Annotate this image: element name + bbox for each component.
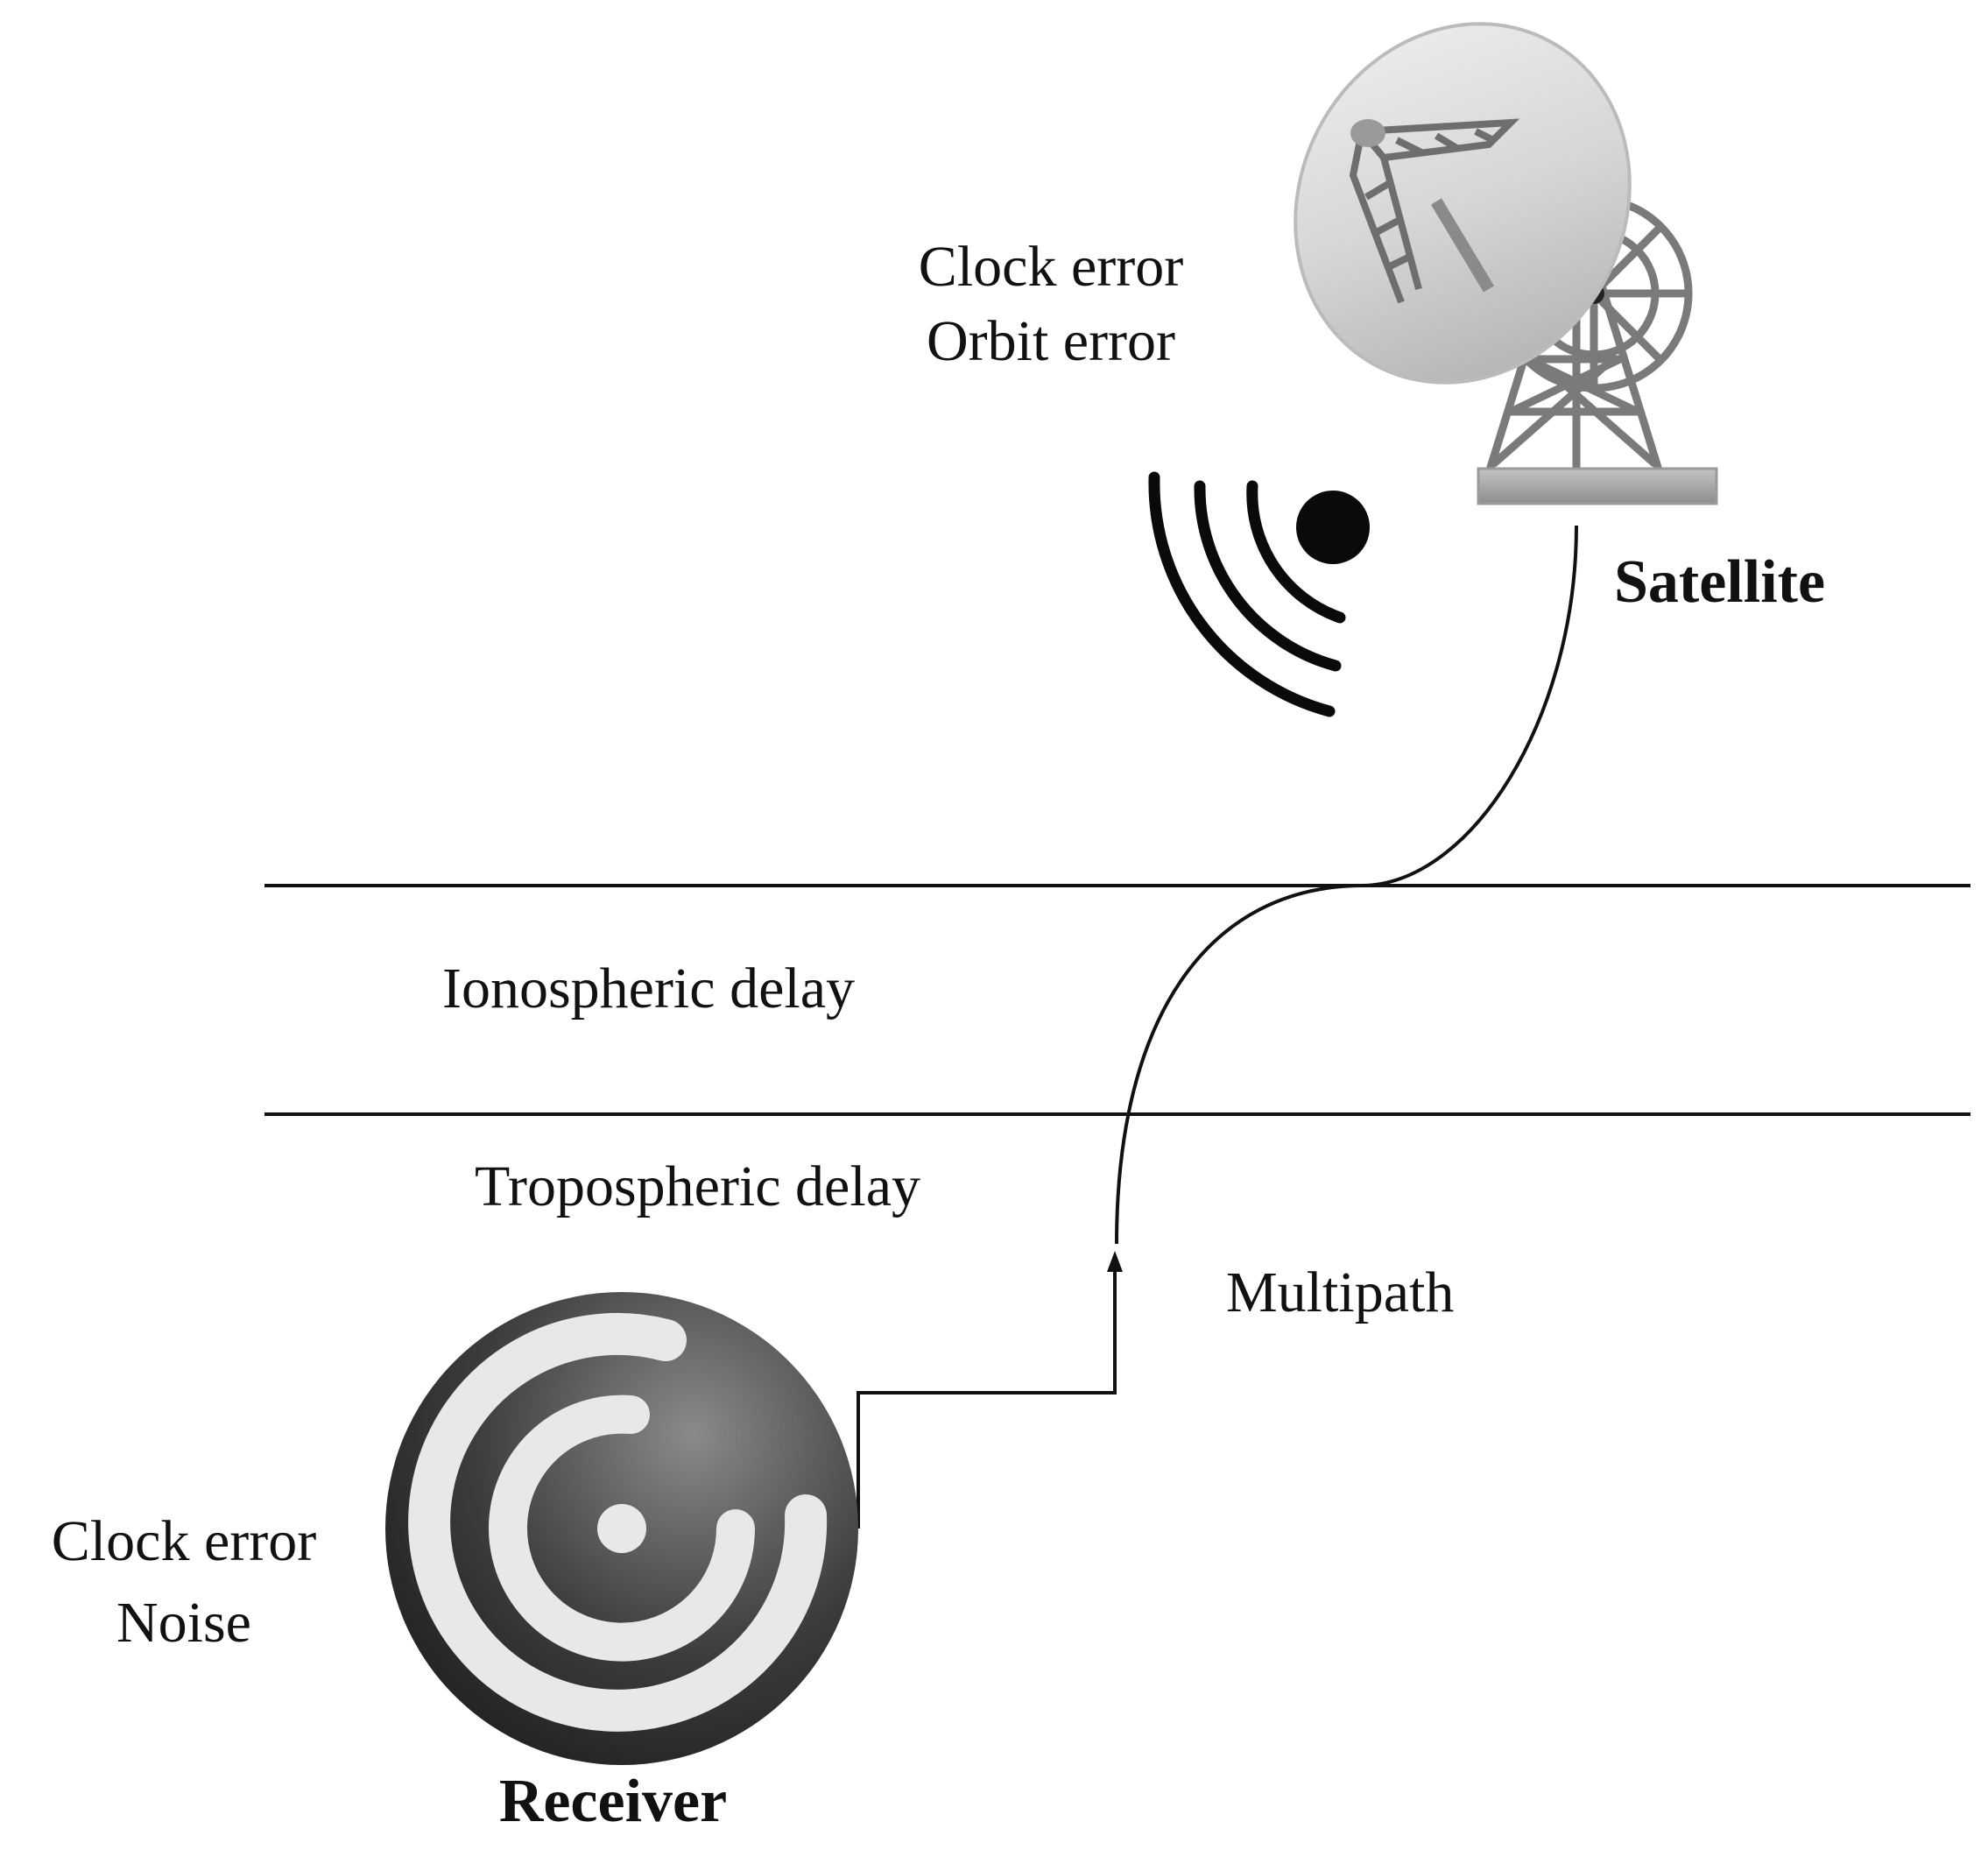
satellite-orbit-error-label: Orbit error xyxy=(926,309,1176,373)
receiver-icon xyxy=(385,1292,858,1765)
receiver-noise-label: Noise xyxy=(116,1591,251,1655)
multipath-arrowhead xyxy=(1107,1251,1123,1272)
broadcast-signal-icon xyxy=(1148,471,1370,717)
multipath-label: Multipath xyxy=(1226,1260,1455,1324)
satellite-clock-error-label: Clock error xyxy=(918,235,1184,299)
multipath-line xyxy=(857,1270,1117,1529)
receiver-title: Receiver xyxy=(498,1768,728,1835)
receiver-clock-error-label: Clock error xyxy=(51,1509,317,1573)
signal-path-curve xyxy=(1115,525,1578,1245)
satellite-dish-icon xyxy=(1294,22,1718,505)
ionospheric-delay-label: Ionospheric delay xyxy=(442,957,855,1020)
tropospheric-delay-label: Tropospheric delay xyxy=(475,1154,920,1218)
satellite-title: Satellite xyxy=(1614,548,1826,616)
